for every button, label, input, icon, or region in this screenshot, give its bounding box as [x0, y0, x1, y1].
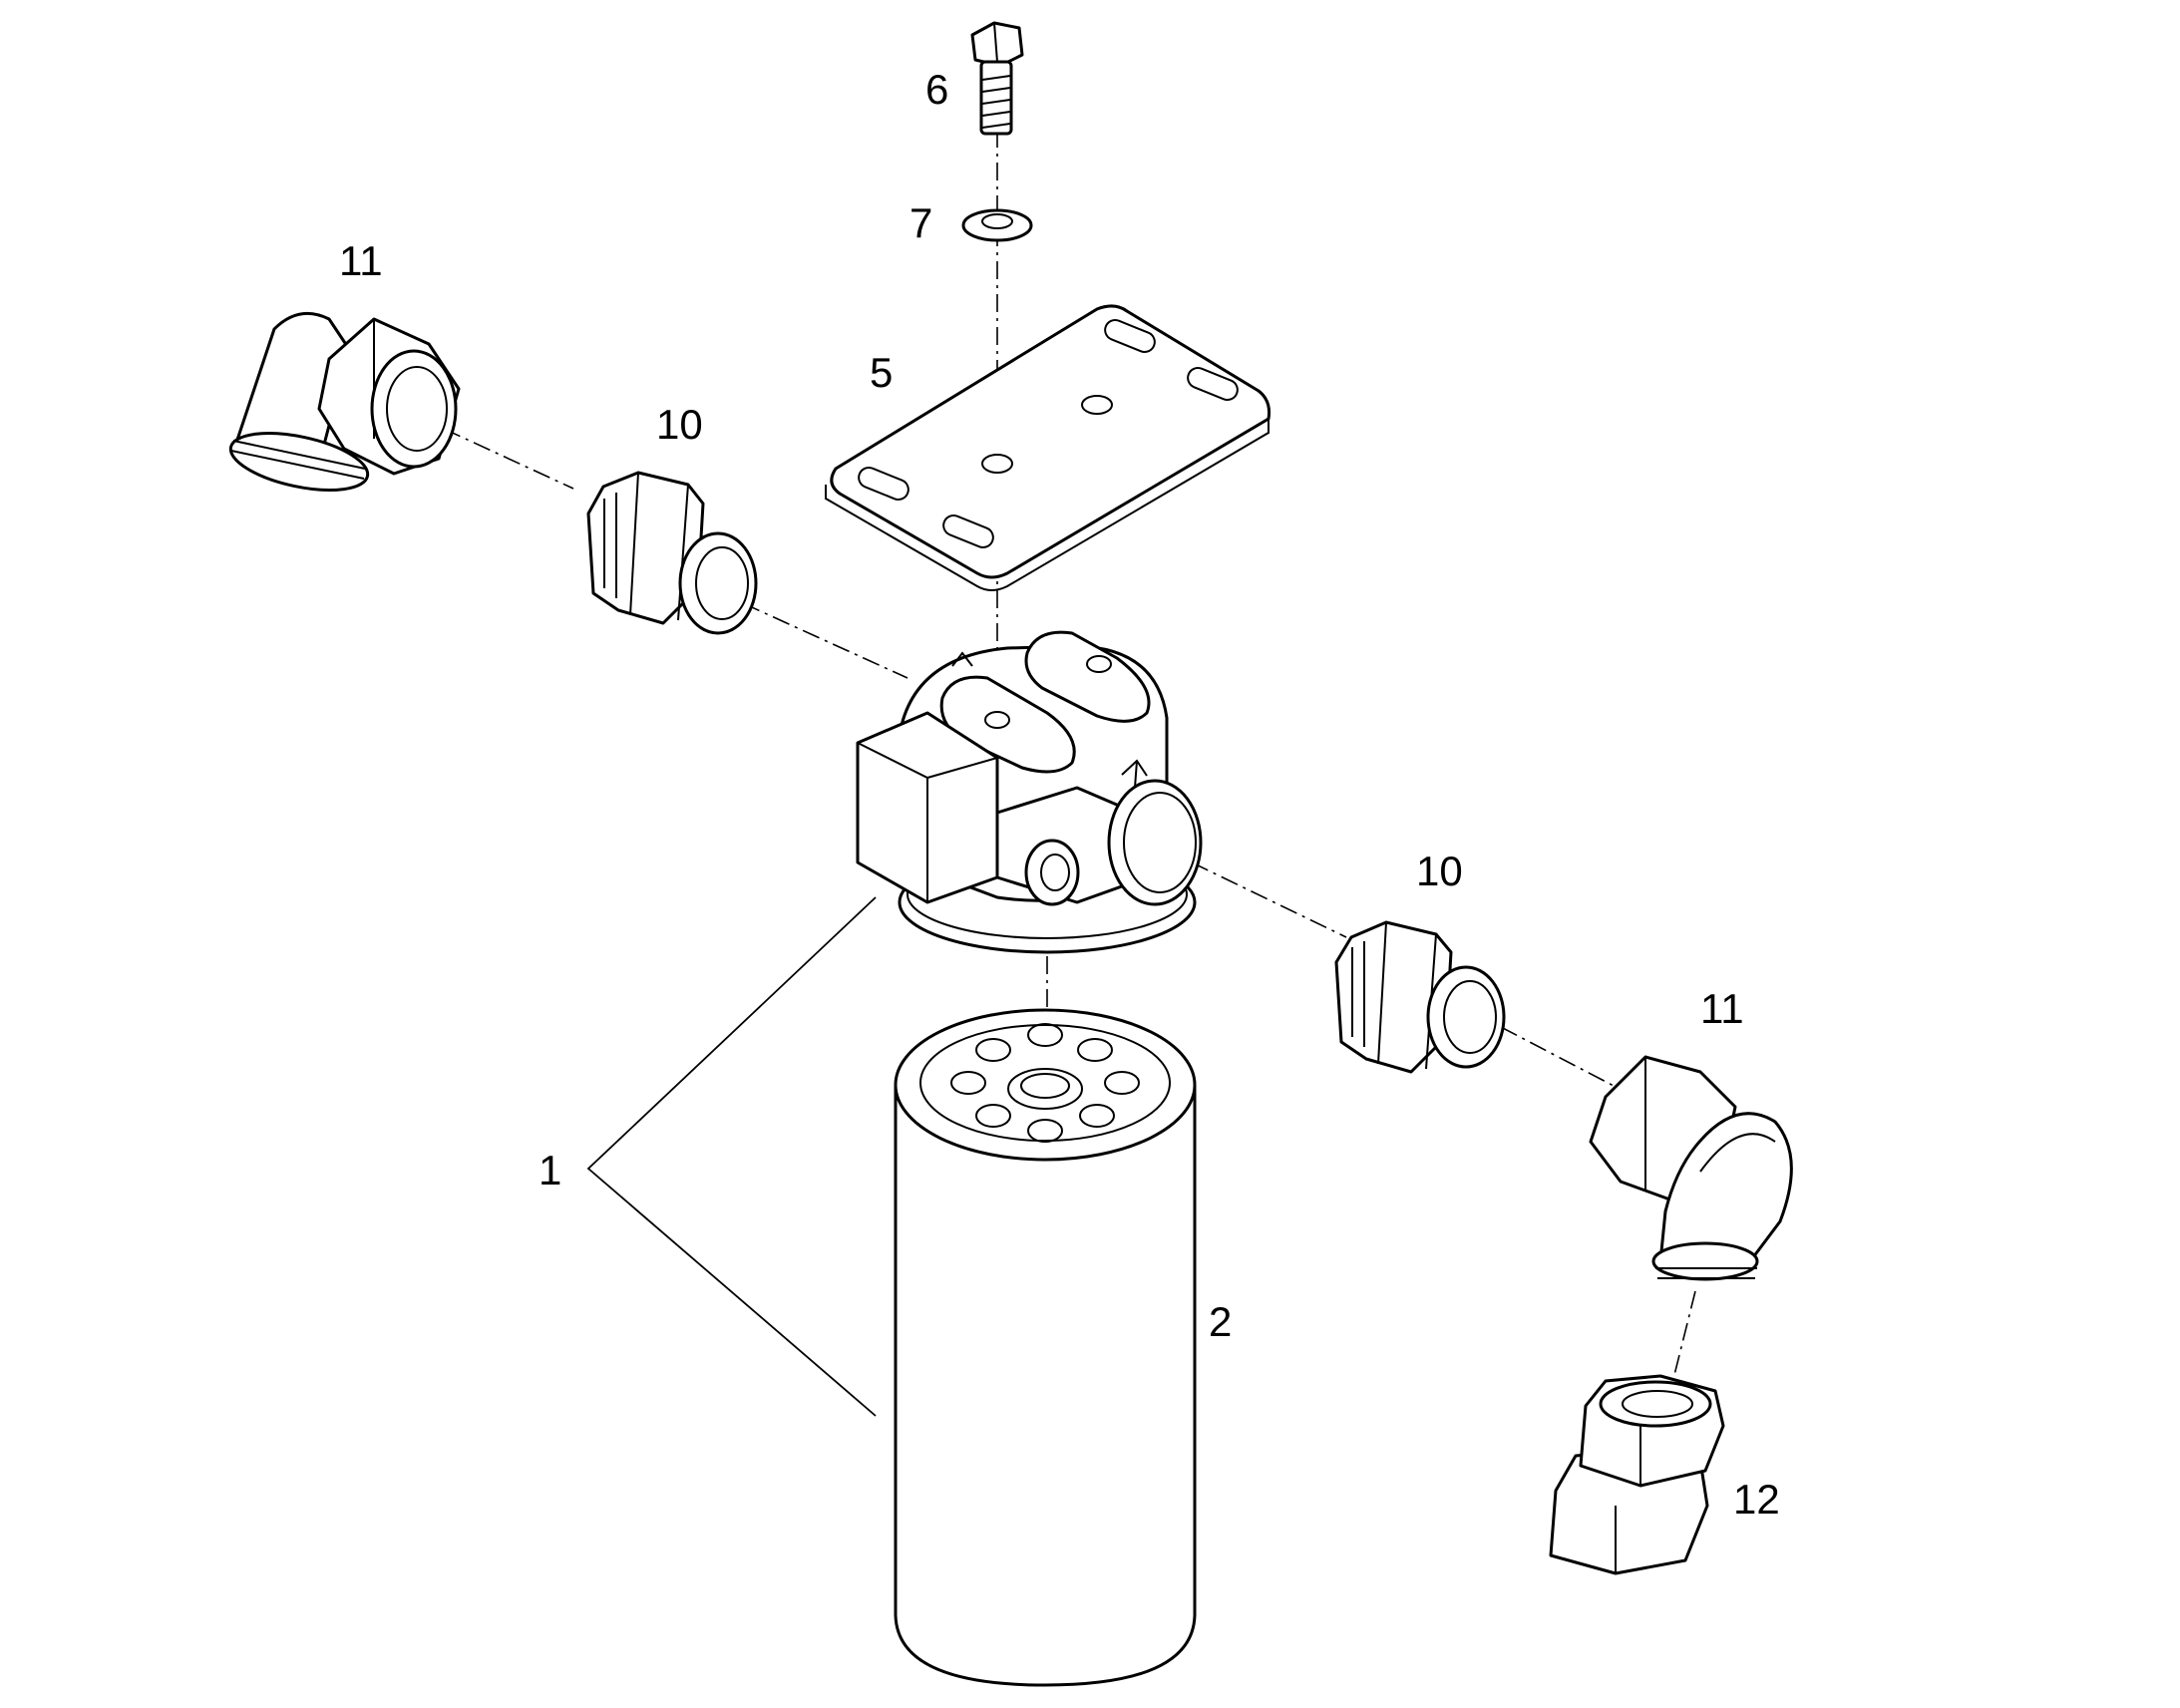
elbow-fitting-part-11-right [1589, 1055, 1793, 1281]
adapter-nipple-part-10-left [586, 471, 758, 635]
bolt-part-6 [970, 21, 1024, 136]
callout-10-right: 10 [1416, 848, 1463, 894]
elbow-fitting-part-11-left [228, 311, 461, 492]
callout-6: 6 [925, 66, 948, 113]
callout-10-left: 10 [656, 401, 703, 448]
callout-11-right: 11 [1700, 985, 1744, 1032]
filter-cartridge-part-2 [894, 1008, 1197, 1687]
callout-1: 1 [539, 1147, 561, 1194]
nut-part-12 [1549, 1374, 1725, 1575]
filter-head-part-1 [856, 630, 1203, 954]
mounting-plate-part-5 [825, 304, 1271, 591]
callout-12: 12 [1733, 1476, 1780, 1523]
callout-2: 2 [1209, 1298, 1232, 1345]
adapter-nipple-part-10-right [1334, 920, 1506, 1074]
callout-11-left: 11 [339, 237, 383, 284]
leader-lines [586, 896, 877, 1417]
callout-7: 7 [909, 199, 932, 246]
washer-part-7 [961, 208, 1033, 242]
callout-5: 5 [870, 349, 893, 396]
callout-labels: 6 7 11 5 10 10 11 1 2 12 [339, 66, 1780, 1523]
